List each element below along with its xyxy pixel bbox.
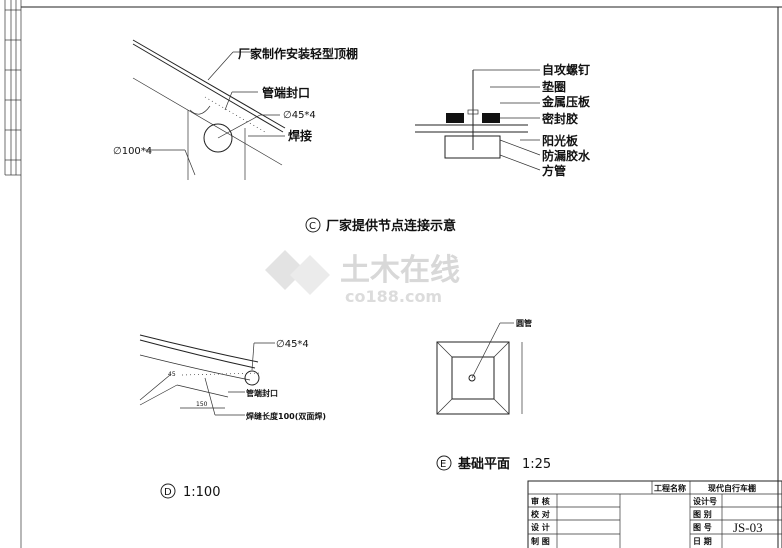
project-label: 工程名称 [654,483,686,493]
detail-c-title: 厂家提供节点连接示意 [326,218,456,234]
detail-d-title-mark: D [164,487,172,498]
title-block-right-rows-3: 日 期 [693,536,712,546]
detail-c-title-mark: C [309,221,316,232]
detail-d-callouts-dim: 150 [196,401,208,408]
callout-end-seal: 管端封口 [262,85,310,100]
title-block-right-rows-2: 图 号 [693,523,712,532]
watermark-text: 土木在线 [340,253,460,288]
panel-detail-callouts-0: 自攻螺钉 [542,62,590,77]
detail-d-callouts-weld-length: 焊缝长度100(双面焊) [246,411,326,421]
callout-roof: 厂家制作安装轻型顶棚 [238,46,358,61]
title-block-left-rows-1: 校 对 [531,509,550,519]
detail-d-scale: 1:100 [183,485,220,500]
drawing-number: JS-03 [733,520,763,535]
panel-detail-callouts-6: 方管 [542,163,566,178]
panel-fixing-detail: 自攻螺钉 垫圈 金属压板 密封胶 阳光板 防漏胶水 方管 [415,62,591,178]
detail-c-title: C 厂家提供节点连接示意 [305,217,456,234]
detail-e-title: E 基础平面 1:25 [436,455,551,472]
detail-d-callouts-small-pipe: ∅45*4 [276,339,309,350]
panel-detail-callouts-4: 阳光板 [542,133,579,148]
panel-detail-callouts-5: 防漏胶水 [542,148,591,163]
panel-detail-callouts-3: 密封胶 [542,111,578,126]
detail-e-title-mark: E [440,459,446,470]
detail-d-callouts-angle: 45 [168,371,176,378]
watermark-logo: 土木在线 co188.com [265,250,460,306]
callout-large-pipe: ∅100*4 [113,146,152,157]
watermark-sub: co188.com [345,287,442,306]
title-block-right-rows-1: 图 别 [693,510,712,519]
detail-e-drawing: 圆管 [436,318,532,415]
detail-e-scale: 1:25 [522,457,551,472]
callout-small-pipe: ∅45*4 [283,110,316,121]
detail-d-drawing: ∅45*4 管端封口 焊缝长度100(双面焊) 150 45 [139,334,326,421]
project-name: 现代自行车棚 [708,483,756,493]
title-block-left-rows-2: 设 计 [531,522,550,532]
detail-c-drawing: 厂家制作安装轻型顶棚 管端封口 ∅45*4 焊接 ∅100*4 [113,39,358,180]
callout-weld: 焊接 [288,128,312,143]
binding-strip [4,0,22,548]
title-block-right-rows-0: 设计号 [693,496,717,506]
detail-d-callouts-end-seal: 管端封口 [246,388,278,398]
title-block: 工程名称 现代自行车棚 审 核 校 对 设 计 制 图 设计号 图 别 图 号 … [527,480,782,548]
panel-detail-callouts-1: 垫圈 [542,79,566,94]
detail-d-title: D 1:100 [160,483,220,500]
title-block-left-rows-0: 审 核 [531,496,550,506]
detail-e-callout: 圆管 [516,318,532,328]
detail-e-title: 基础平面 [457,456,510,472]
title-block-left-rows-3: 制 图 [531,536,550,546]
panel-detail-callouts-2: 金属压板 [541,94,591,109]
